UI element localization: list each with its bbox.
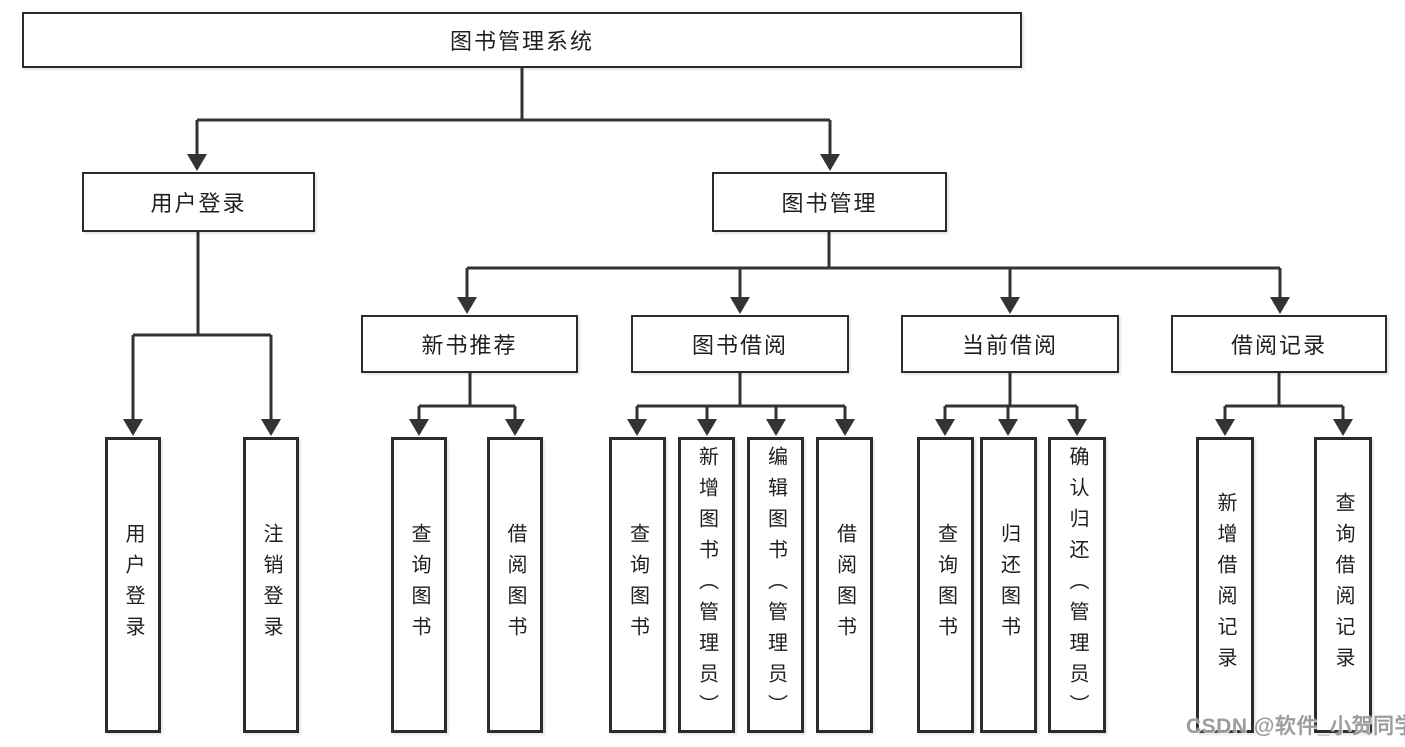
leaf-logout: 注销登录 (243, 437, 299, 733)
leaf-return-book: 归还图书 (980, 437, 1037, 733)
leaf-user-login: 用户登录 (105, 437, 161, 733)
node-current-borrow: 当前借阅 (901, 315, 1119, 373)
node-borrow-records: 借阅记录 (1171, 315, 1387, 373)
leaf-borrow-books-recommend: 借阅图书 (487, 437, 543, 733)
leaf-query-borrow-record: 查询借阅记录 (1314, 437, 1372, 733)
node-book-management: 图书管理 (712, 172, 947, 232)
leaf-query-books-current: 查询图书 (917, 437, 974, 733)
node-root: 图书管理系统 (22, 12, 1022, 68)
leaf-add-book-admin: 新增图书（管理员） (678, 437, 735, 733)
leaf-add-borrow-record: 新增借阅记录 (1196, 437, 1254, 733)
node-book-borrow: 图书借阅 (631, 315, 849, 373)
leaf-edit-book-admin: 编辑图书（管理员） (747, 437, 804, 733)
leaf-query-books-recommend: 查询图书 (391, 437, 447, 733)
leaf-confirm-return-admin: 确认归还（管理员） (1048, 437, 1106, 733)
node-new-book-recommend: 新书推荐 (361, 315, 578, 373)
watermark: CSDN @软件_小贺同学 (1186, 715, 1405, 738)
leaf-query-books-borrow: 查询图书 (609, 437, 666, 733)
leaf-borrow-books: 借阅图书 (816, 437, 873, 733)
node-user-login: 用户登录 (82, 172, 315, 232)
